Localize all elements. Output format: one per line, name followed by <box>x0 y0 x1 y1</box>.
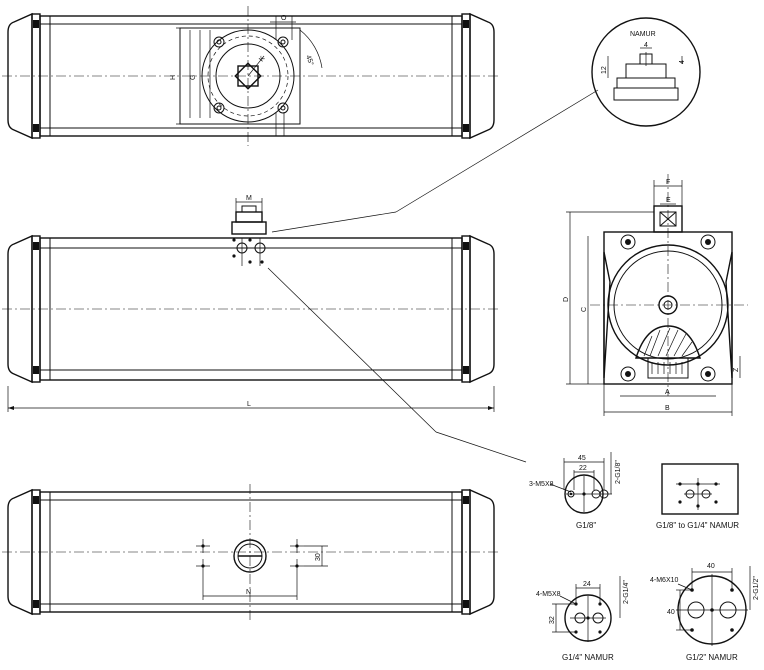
namur-dim-4-width: 4 <box>644 42 648 49</box>
port-g18-dim-45: 45 <box>578 455 586 462</box>
bottom-view: N 30 <box>2 484 500 620</box>
dim-angle: 45° <box>304 54 315 67</box>
namur-dim-4-depth: 4 <box>679 60 686 64</box>
end-view: F E D C A B Z <box>563 174 748 416</box>
dim-c: C <box>581 307 588 312</box>
namur-detail: NAMUR 4 12 4 <box>271 17 701 233</box>
dim-f: F <box>666 179 670 186</box>
dim-g: G <box>190 75 197 80</box>
port-g18-dim-22: 22 <box>579 465 587 472</box>
port-detail-g18-to-g14: G1/8" to G1/4" NAMUR <box>656 463 739 530</box>
dim-h: H <box>170 75 177 80</box>
port-g12-dim-40-width: 40 <box>707 563 715 570</box>
port-g14-thread: 4-M5X8 <box>536 591 561 598</box>
side-view: M L <box>2 195 527 463</box>
dim-z: Z <box>733 367 740 372</box>
dim-n: N <box>246 589 251 596</box>
port-detail-g12: 40 40 4-M6X10 2-G1/2" G1/2" NAMUR <box>650 563 760 662</box>
port-g14-caption: G1/4" NAMUR <box>562 653 614 662</box>
port-g12-thread: 4-M6X10 <box>650 577 679 584</box>
port-g12-port-spec: 2-G1/2" <box>753 576 760 600</box>
port-detail-g18: 45 22 3-M5X8 2-G1/8" G1/8" <box>529 452 622 530</box>
port-g18-caption: G1/8" <box>576 521 596 530</box>
dim-e: E <box>666 197 671 204</box>
dim-l: L <box>247 401 251 408</box>
port-g12-dim-40-height: 40 <box>667 609 675 616</box>
port-g12-caption: G1/2" NAMUR <box>686 653 738 662</box>
namur-title: NAMUR <box>630 31 656 38</box>
port-g14-dim-24: 24 <box>583 581 591 588</box>
dim-k: K <box>258 55 267 63</box>
port-g18-thread: 3-M5X8 <box>529 481 554 488</box>
top-view: O H G K 45° <box>2 6 500 146</box>
dim-d: D <box>563 297 570 302</box>
port-g18-g14-caption: G1/8" to G1/4" NAMUR <box>656 521 739 530</box>
dim-m: M <box>246 195 252 202</box>
port-detail-g14: 24 32 4-M5X8 2-G1/4" G1/4" NAMUR <box>536 576 630 662</box>
port-g14-port-spec: 2-G1/4" <box>623 580 630 604</box>
dim-b: B <box>665 405 670 412</box>
namur-dim-12: 12 <box>601 66 608 74</box>
port-g14-dim-32: 32 <box>549 616 556 624</box>
dim-30: 30 <box>315 553 322 561</box>
dim-a: A <box>665 389 670 396</box>
dim-o: O <box>281 15 287 22</box>
port-g18-port-spec: 2-G1/8" <box>615 460 622 484</box>
